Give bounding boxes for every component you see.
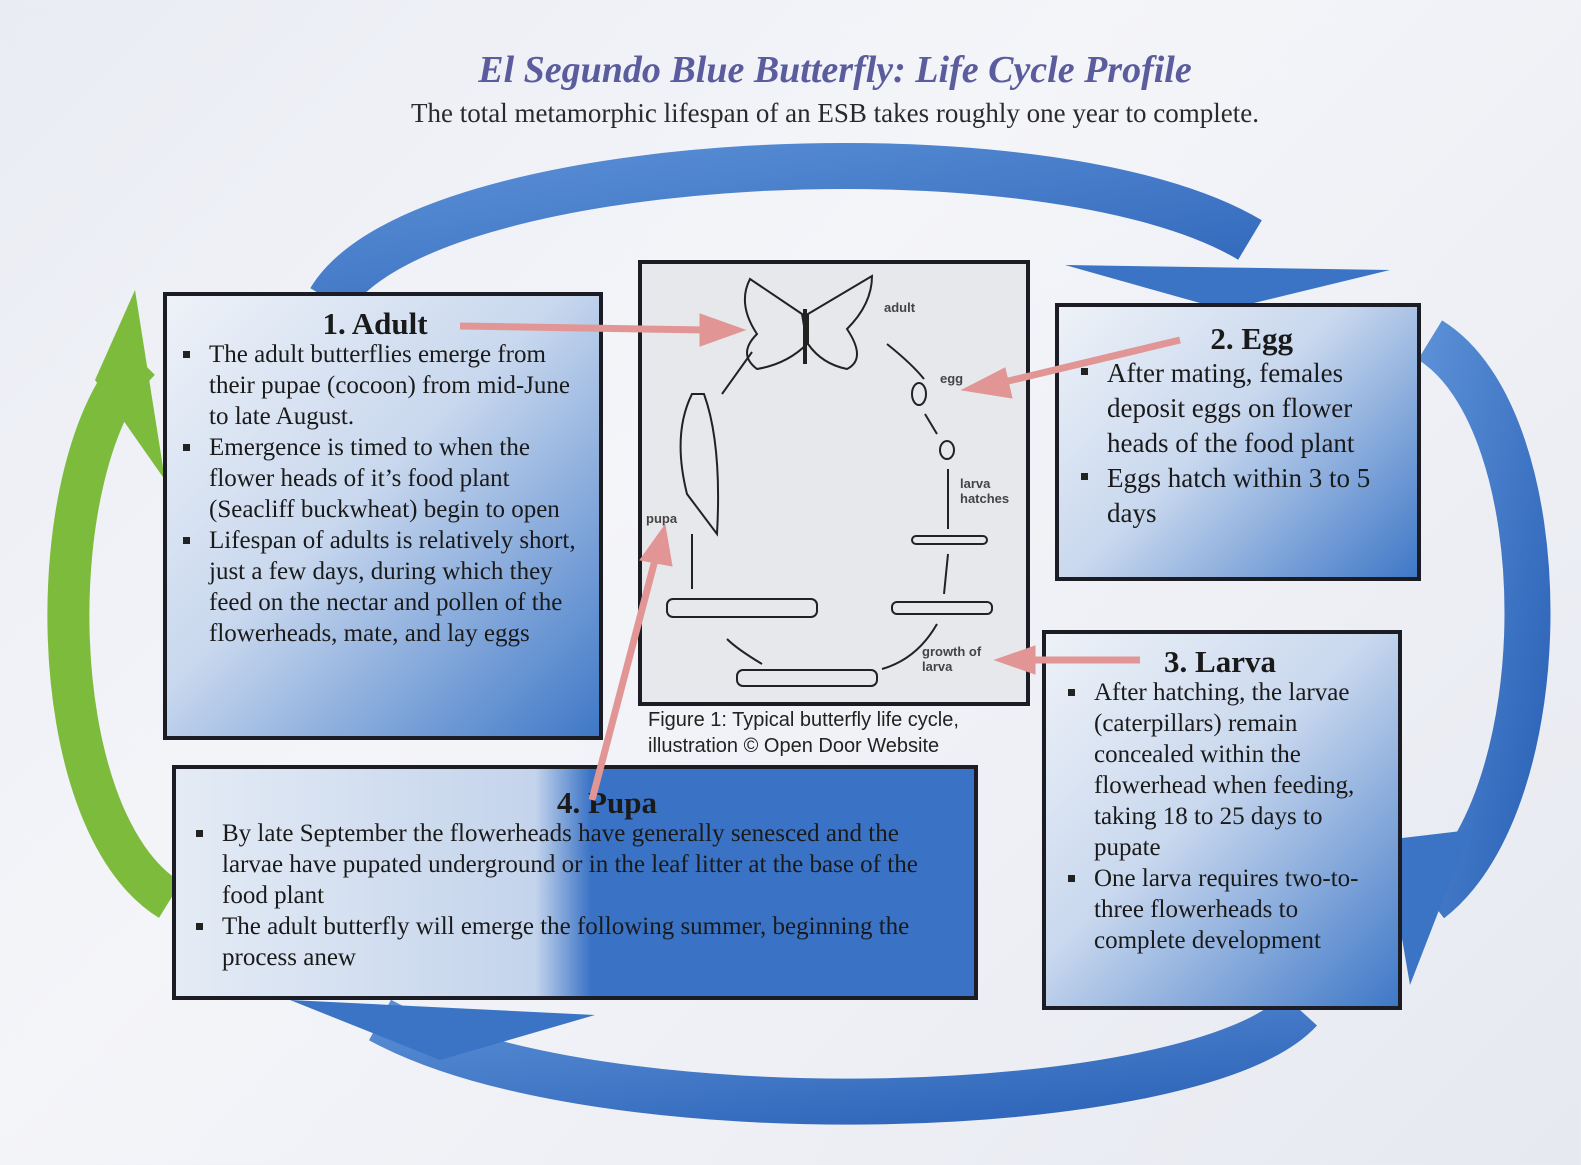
egg-bullet: After mating, females deposit eggs on fl… <box>1081 356 1403 461</box>
label-egg: egg <box>940 371 964 386</box>
adult-stage-box: 1. Adult The adult butterflies emerge fr… <box>163 292 603 740</box>
arrow-adult-to-egg <box>886 343 925 380</box>
page-title: El Segundo Blue Butterfly: Life Cycle Pr… <box>478 49 1192 91</box>
right-cycle-arrow <box>1415 320 1551 919</box>
hatching-egg-icon <box>939 440 955 460</box>
bottom-arrowhead <box>290 1000 595 1060</box>
adult-heading: 1. Adult <box>322 306 428 341</box>
right-arrowhead <box>1385 830 1470 985</box>
egg-bullet: Eggs hatch within 3 to 5 days <box>1081 461 1403 531</box>
butterfly-icon <box>743 274 874 371</box>
caption-line-1: Figure 1: Typical butterfly life cycle, <box>648 709 959 731</box>
arrow-egg-to-hatch <box>924 413 938 435</box>
small-larva-icon <box>911 535 988 545</box>
full-larva-icon <box>666 598 818 618</box>
pupa-icon <box>679 393 720 537</box>
life-cycle-figure: adult egg larva hatches pupa growth of l… <box>638 260 1030 706</box>
pupa-bullet: By late September the flowerheads have g… <box>196 818 954 911</box>
arrow-pupa-to-adult <box>721 351 753 395</box>
pupa-heading: 4. Pupa <box>557 785 657 820</box>
life-cycle-illustration <box>666 274 993 687</box>
top-arrowhead <box>1065 265 1390 310</box>
label-larva-hatches: larva hatches <box>960 476 1010 506</box>
adult-bullet: The adult butterflies emerge from their … <box>183 339 583 432</box>
egg-stage-box: 2. Egg After mating, females deposit egg… <box>1055 303 1421 581</box>
larva-heading: 3. Larva <box>1164 644 1276 679</box>
larva-bullet: One larva requires two-to-three flowerhe… <box>1068 863 1388 956</box>
large-larva-icon <box>736 669 878 687</box>
arrow-large-to-full <box>726 638 763 665</box>
figure-caption: Figure 1: Typical butterfly life cycle, … <box>648 707 959 759</box>
adult-bullet: Lifespan of adults is relatively short, … <box>183 525 583 649</box>
medium-larva-icon <box>891 601 993 615</box>
larva-stage-box: 3. Larva After hatching, the larvae (cat… <box>1042 630 1402 1010</box>
left-arrowhead <box>95 290 165 480</box>
bottom-cycle-arrow <box>369 993 1317 1125</box>
pupa-bullet: The adult butterfly will emerge the foll… <box>196 911 954 973</box>
egg-icon <box>911 382 927 406</box>
subtitle: The total metamorphic lifespan of an ESB… <box>411 98 1259 128</box>
egg-heading: 2. Egg <box>1210 321 1293 356</box>
label-growth-of-larva: growth of larva <box>922 644 982 674</box>
arrow-growth-to-large <box>881 623 938 670</box>
label-pupa: pupa <box>646 511 678 526</box>
label-adult: adult <box>884 300 916 315</box>
top-cycle-arrow <box>310 142 1262 314</box>
left-cycle-arrow <box>47 345 182 918</box>
caption-line-2: illustration © Open Door Website <box>648 735 940 757</box>
adult-bullet: Emergence is timed to when the flower he… <box>183 432 583 525</box>
arrow-larva-growth <box>943 553 949 595</box>
pupa-stage-box: 4. Pupa By late September the flowerhead… <box>172 765 978 1000</box>
larva-bullet: After hatching, the larvae (caterpillars… <box>1068 677 1388 863</box>
